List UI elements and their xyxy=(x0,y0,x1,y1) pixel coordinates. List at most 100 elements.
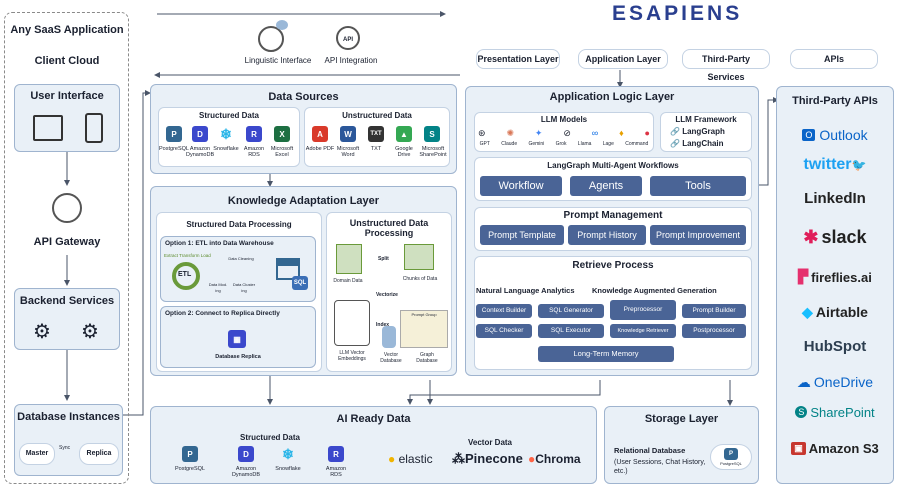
split-label: Split xyxy=(378,256,389,262)
llm-model-labels: GPT Claude Gemini Grok Llama Lage Comman… xyxy=(479,141,649,147)
lage-icon: ♦ xyxy=(619,128,624,138)
option2-title: Option 2: Connect to Replica Directly xyxy=(165,310,280,317)
prompt-builder-button[interactable]: Prompt Builder xyxy=(682,304,746,318)
chroma-icon: ● xyxy=(528,452,536,466)
ai-item: Amazon RDS xyxy=(325,466,347,478)
application-layer-pill: Application Layer xyxy=(578,49,668,69)
ds-item: Snowflake xyxy=(213,146,239,152)
ds-item: Microsoft Excel xyxy=(270,146,294,158)
etl-label: ETL xyxy=(178,271,192,278)
data-cleaning: Data Cleaning xyxy=(228,256,254,261)
slack-logo: ✱slack xyxy=(803,226,867,247)
prompt-management-title: Prompt Management xyxy=(563,210,663,221)
agents-button[interactable]: Agents xyxy=(570,176,642,196)
workflow-button[interactable]: Workflow xyxy=(480,176,562,196)
third-party-apis-panel: Third-Party APIs xyxy=(776,86,894,484)
google-drive-icon: ▲ xyxy=(396,126,412,142)
ds-unstructured-title: Unstructured Data xyxy=(342,111,412,120)
llama-icon: ∞ xyxy=(591,128,599,138)
ds-item: Google Drive xyxy=(395,146,413,158)
postgresql-icon: P xyxy=(182,446,198,462)
sql-generator-button[interactable]: SQL Generator xyxy=(538,304,604,318)
prompt-history-button[interactable]: Prompt History xyxy=(568,225,646,245)
sql-executor-button[interactable]: SQL Executor xyxy=(538,324,604,338)
database-instances-box: Database Instances Master Sync Replica xyxy=(14,404,123,476)
twitter-logo: twitter🐦 xyxy=(803,156,867,173)
llm-framework-box xyxy=(660,112,752,152)
client-title: Any SaaS Application xyxy=(10,24,124,36)
retrieve-process-title: Retrieve Process xyxy=(572,260,654,271)
chat-bubble-icon xyxy=(276,20,288,30)
txt-icon: TXT xyxy=(368,126,384,142)
grok-icon: ⊘ xyxy=(563,128,571,138)
snowflake-icon: ❄ xyxy=(220,125,232,142)
linkedin-logo: LinkedIn xyxy=(804,189,866,207)
vectorize-label: Vectorize xyxy=(376,292,398,298)
replica-db: Replica xyxy=(79,443,119,465)
excel-icon: X xyxy=(274,126,290,142)
ai-item: PostgreSQL xyxy=(175,466,205,472)
langchain-icon: 🔗 xyxy=(670,139,680,148)
prompt-improvement-button[interactable]: Prompt Improvement xyxy=(650,225,746,245)
airtable-icon: ◆ xyxy=(802,303,813,320)
amazon-s3-logo: ▣Amazon S3 xyxy=(780,438,890,458)
relational-db-desc: (User Sessions, Chat History, etc.) xyxy=(614,459,706,475)
pinecone-icon: ⁂ xyxy=(452,451,465,466)
command-icon: ● xyxy=(644,128,650,138)
prompt-template-button[interactable]: Prompt Template xyxy=(480,225,564,245)
long-term-memory-button[interactable]: Long-Term Memory xyxy=(538,346,674,362)
gemini-icon: ✦ xyxy=(534,128,543,138)
phone-icon xyxy=(85,113,103,143)
pdf-icon: A xyxy=(312,126,328,142)
preprocessor-button[interactable]: Preprocessor xyxy=(610,300,676,320)
apis-pill: APIs xyxy=(790,49,878,69)
context-builder-button[interactable]: Context Builder xyxy=(476,304,532,318)
langgraph-label: 🔗 LangGraph xyxy=(670,127,725,136)
linguistic-icon xyxy=(258,26,284,52)
client-cloud-panel xyxy=(4,12,129,484)
knowledge-retriever-button[interactable]: Knowledge Retriever xyxy=(610,324,676,338)
browser-icon xyxy=(33,115,63,141)
database-instances-label: Database Instances xyxy=(17,411,120,423)
ai-item: Snowflake xyxy=(275,466,301,472)
storage-layer-title: Storage Layer xyxy=(644,413,719,425)
user-interface-label: User Interface xyxy=(30,90,104,102)
third-party-apis-title: Third-Party APIs xyxy=(792,95,878,107)
etl-steps: Extract Transform Load xyxy=(164,253,211,258)
sql-checker-button[interactable]: SQL Checker xyxy=(476,324,532,338)
dynamodb-icon: D xyxy=(192,126,208,142)
ds-item: Amazon DynamoDB xyxy=(186,146,215,158)
llm-model-icons: ⊛ ✺ ✦ ⊘ ∞ ♦ ● xyxy=(478,128,650,139)
api-integration-label: API Integration xyxy=(324,56,378,65)
user-interface-box: User Interface xyxy=(14,84,120,152)
database-replica-label: Database Replica xyxy=(215,354,261,360)
presentation-layer-pill: Presentation Layer xyxy=(476,49,560,69)
tools-button[interactable]: Tools xyxy=(650,176,746,196)
index-label: Index xyxy=(376,322,390,328)
pinecone-logo: ⁂Pinecone xyxy=(452,451,523,466)
api-gateway-label: API Gateway xyxy=(33,236,101,248)
langgraph-icon: 🔗 xyxy=(670,127,680,136)
sdp-title: Structured Data Processing xyxy=(186,220,292,229)
ds-structured-title: Structured Data xyxy=(198,111,259,120)
chunks-icon xyxy=(404,244,434,270)
backend-services-label: Backend Services xyxy=(19,295,115,307)
snowflake-icon: ❄ xyxy=(282,445,294,462)
fireflies-logo: ▛fireflies.ai xyxy=(798,269,872,285)
api-integration-icon: API xyxy=(336,26,360,50)
nla-label: Natural Language Analytics xyxy=(476,286,575,295)
domain-docs-icon xyxy=(336,244,362,274)
ds-item: TXT xyxy=(370,146,382,152)
postgres-label: PostgreSQL xyxy=(720,461,742,466)
ds-item: Amazon RDS xyxy=(243,146,265,158)
ds-item: PostgreSQL xyxy=(159,146,189,152)
sql-icon: SQL xyxy=(292,276,308,290)
api-gateway-icon xyxy=(52,193,82,223)
elastic-logo: ● elastic xyxy=(388,452,433,466)
amazon-rds-icon: R xyxy=(246,126,262,142)
gear-icon: ⚙ xyxy=(33,321,51,343)
option1-title: Option 1: ETL into Data Warehouse xyxy=(165,240,274,247)
postprocessor-button[interactable]: Postprocessor xyxy=(682,324,746,338)
